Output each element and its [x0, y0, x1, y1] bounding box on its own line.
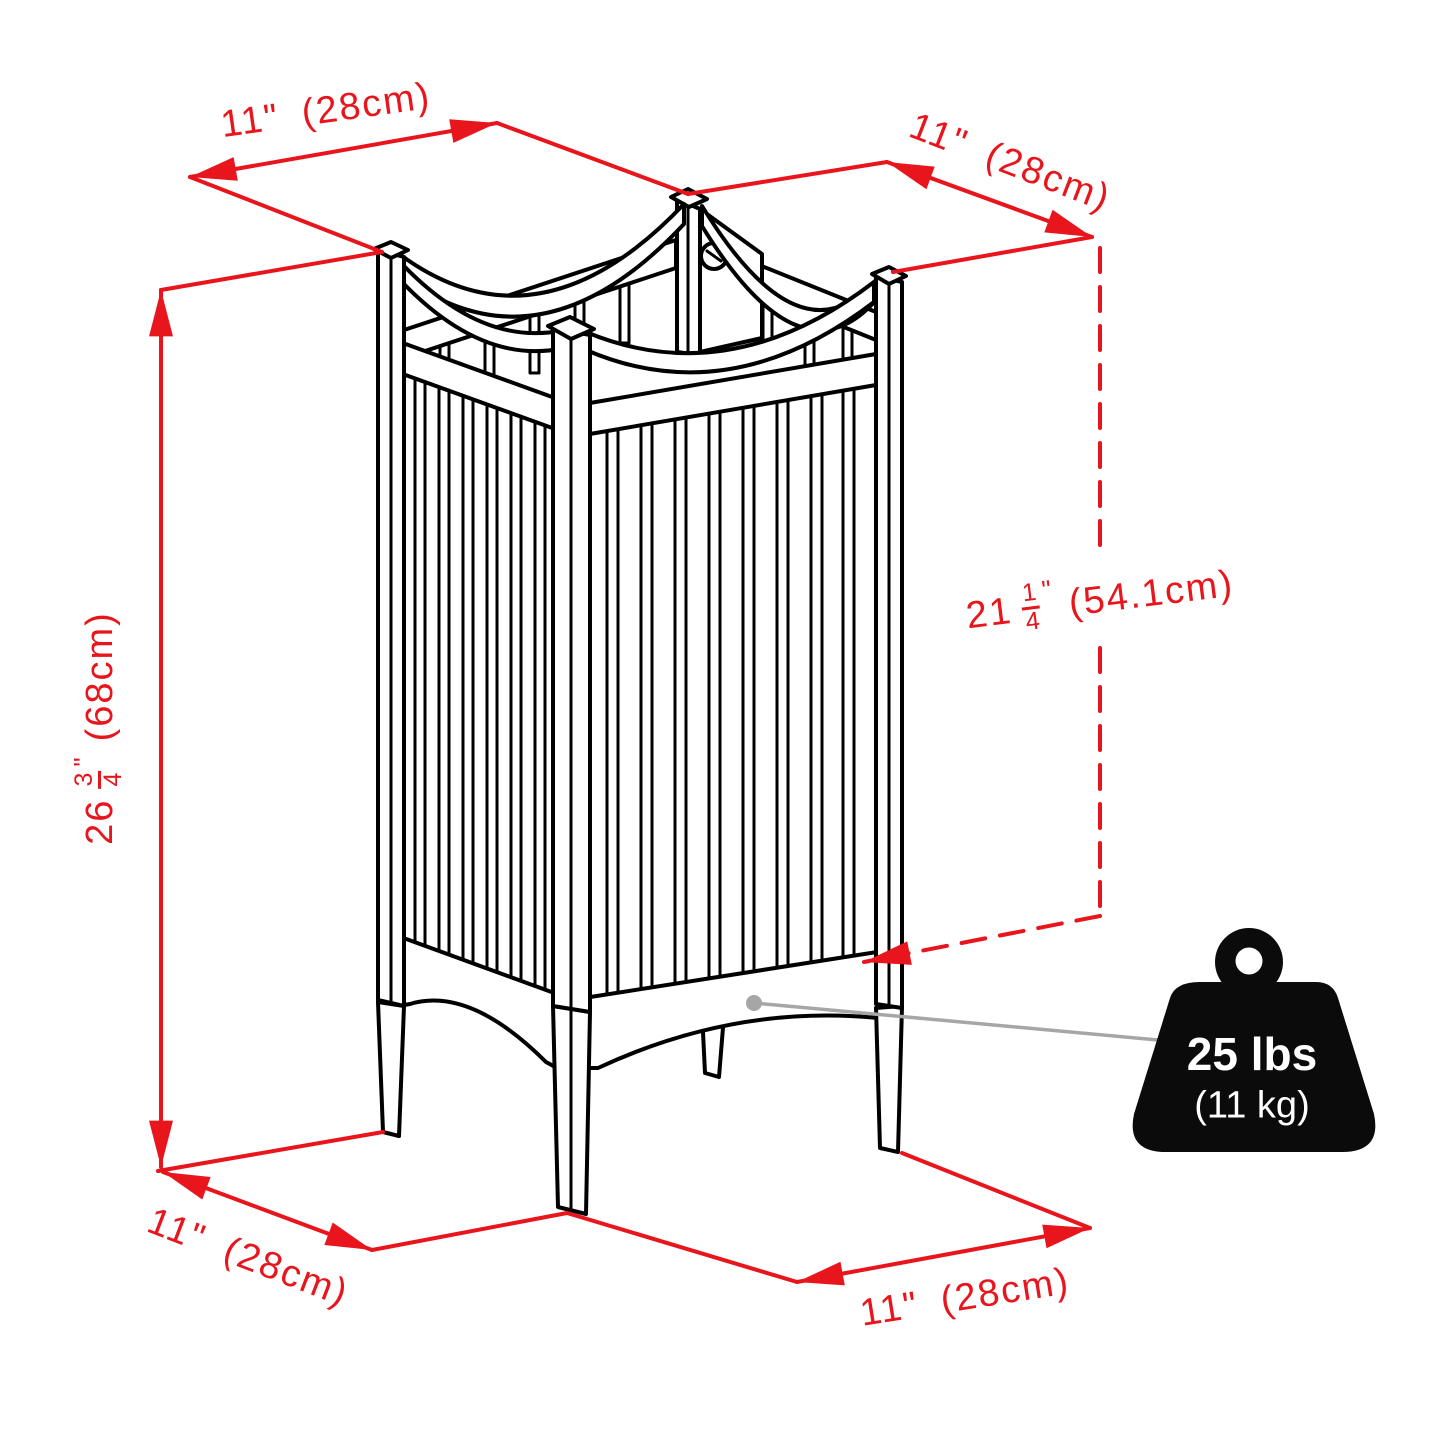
dimension-arrow-line — [161, 1170, 374, 1252]
dashed-line-arrow — [862, 914, 1102, 965]
dimension-lines — [149, 119, 1102, 1286]
slat — [437, 379, 451, 968]
weight-callout-dot — [746, 995, 762, 1011]
extension-line — [686, 160, 889, 196]
weight-callout-line — [753, 1001, 1159, 1042]
left-post-cap — [372, 240, 410, 260]
slat — [707, 403, 722, 992]
front-right-bottom-rail — [582, 948, 892, 1070]
extension-line — [370, 1211, 569, 1252]
back-left-top-rail — [400, 202, 686, 319]
umbrella-stand-drawing — [372, 187, 908, 1216]
dim-height — [149, 250, 385, 1173]
weight-callout — [746, 995, 1159, 1042]
extension-line — [565, 1211, 799, 1284]
dim-inner-height — [862, 246, 1102, 965]
slat — [741, 397, 756, 986]
dim-top-width — [188, 119, 690, 254]
weight-handle-hole — [1235, 947, 1263, 975]
slat — [841, 380, 856, 969]
dimension-arrow-line — [795, 1224, 1092, 1286]
dimension-arrow-line — [188, 119, 499, 181]
slat — [509, 405, 523, 994]
front-post-cap — [546, 315, 596, 341]
slat — [413, 370, 427, 959]
extension-line — [159, 250, 384, 292]
slat — [461, 388, 475, 977]
dim-bottom-depth — [565, 1151, 1092, 1286]
weight-icon — [1132, 928, 1376, 1152]
slat — [533, 414, 547, 1003]
front-left-wall-slats — [413, 370, 547, 1003]
right-post-cap — [870, 265, 908, 286]
weight-body — [1132, 982, 1376, 1152]
extension-line — [156, 1130, 385, 1173]
dim-bottom-width — [161, 1170, 569, 1252]
slat — [775, 391, 790, 980]
right-leg — [874, 1004, 904, 1154]
slat — [673, 409, 688, 998]
extension-line — [900, 1151, 1092, 1230]
dim-top-depth — [686, 160, 1094, 274]
slat — [639, 414, 654, 1003]
slat — [485, 396, 499, 985]
left-leg — [376, 1000, 406, 1138]
slat — [605, 420, 620, 1009]
slat — [809, 385, 824, 974]
extension-line — [188, 175, 384, 254]
extension-line — [891, 235, 1094, 274]
front-right-wall-slats — [605, 380, 856, 1009]
screw-slot — [705, 249, 723, 263]
dimension-arrow-line — [885, 160, 1094, 239]
extension-line — [495, 121, 690, 196]
front-left-bottom-rail — [396, 934, 559, 1070]
